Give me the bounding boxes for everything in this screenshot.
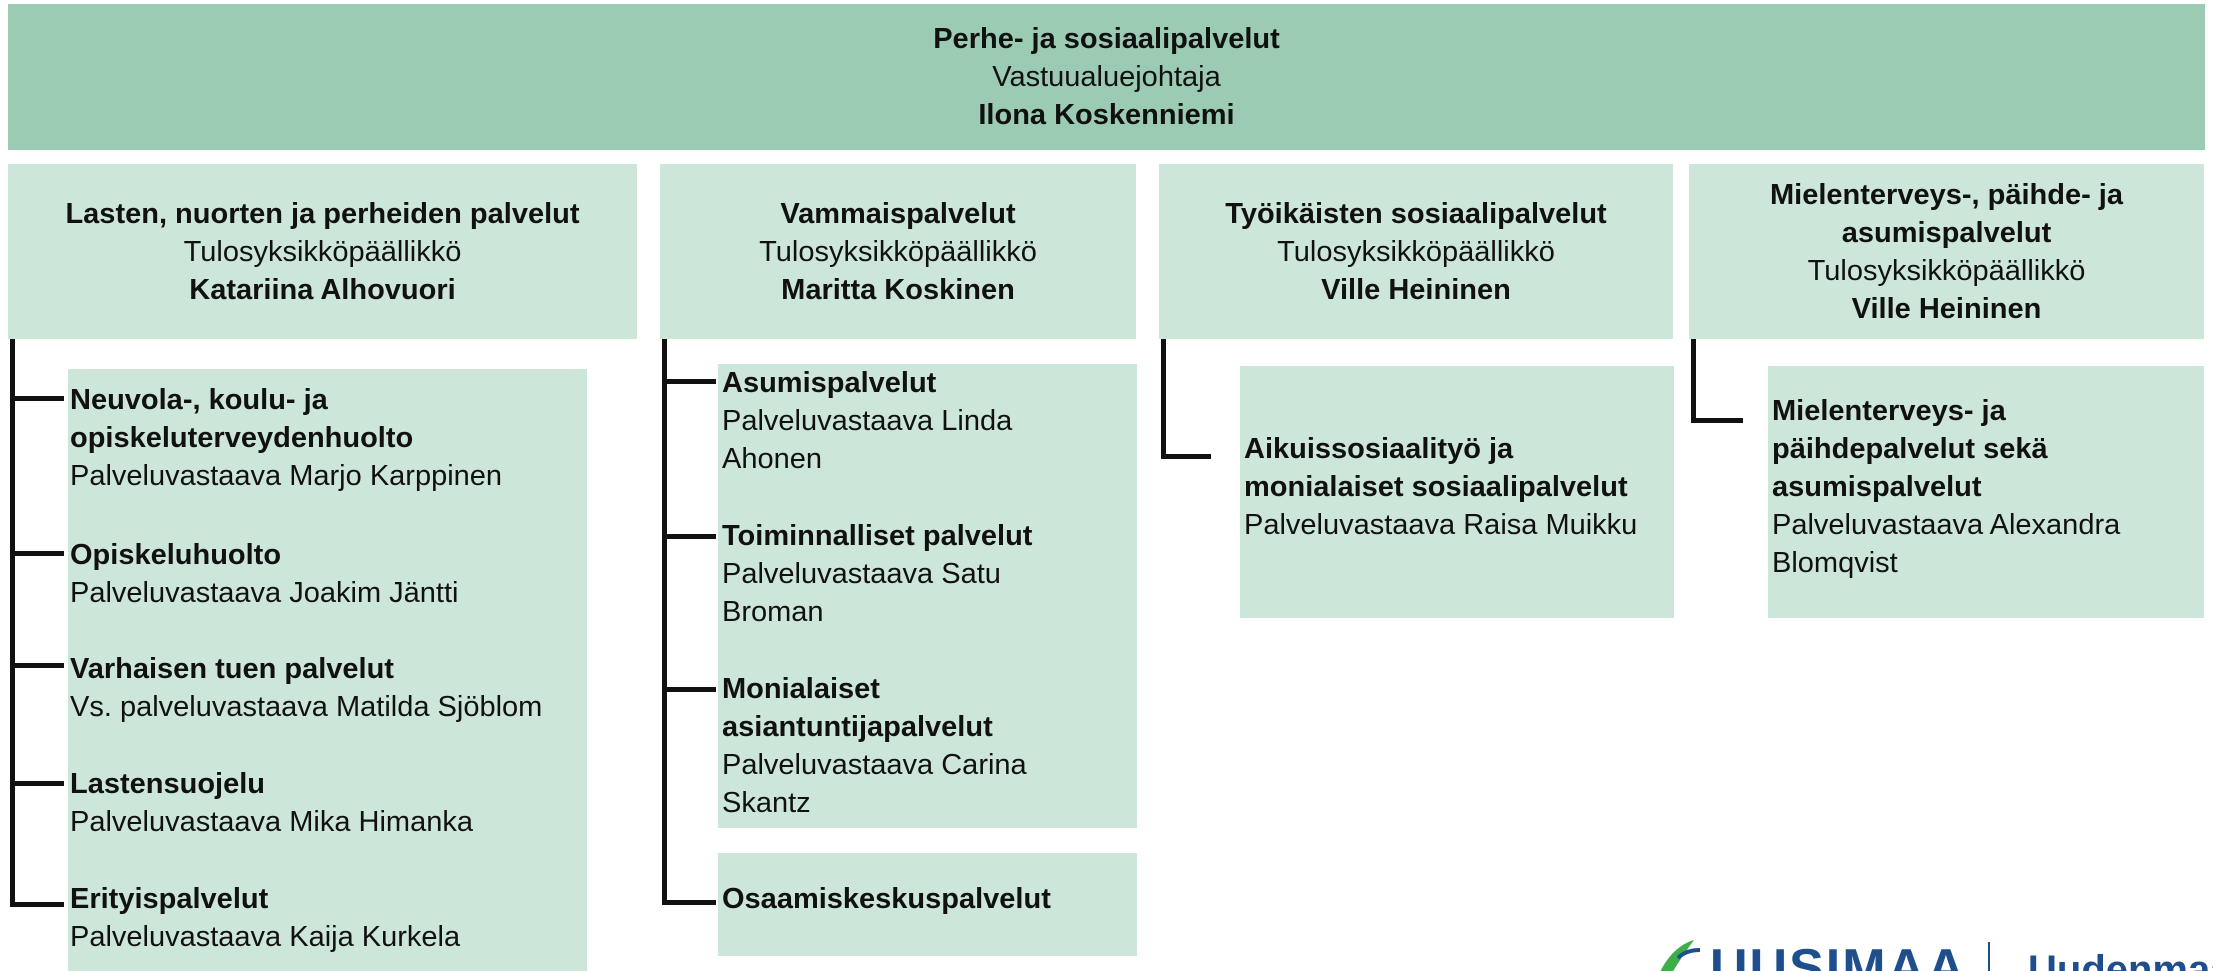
service-title: Asumispalvelut [722,367,937,399]
col1-connector-vertical [10,339,15,907]
col1-connector-branch [10,902,64,907]
service-title-line1: Aikuissosiaalityö ja [1244,433,1514,465]
service-title: Lastensuojelu [70,768,265,800]
unit-name: Ville Heininen [1851,292,2042,325]
unit-role: Tulosyksikköpäällikkö [1277,235,1555,268]
service-title-line2: asiantuntijapalvelut [722,711,993,743]
top-title: Perhe- ja sosiaalipalvelut [933,23,1280,55]
service-title: Toiminnalliset palvelut [722,520,1033,552]
service-box: Osaamiskeskuspalvelut [718,853,1137,956]
service-box: Toiminnalliset palvelut Palveluvastaava … [718,502,1137,647]
col2-connector-vertical [662,339,667,905]
service-person-line2: Blomqvist [1772,547,1898,579]
unit-name: Ville Heininen [1321,273,1511,306]
col1-connector-branch [10,551,64,556]
logo-brand-text: UUSIMAA [1710,939,1967,971]
service-title-line2: opiskeluterveydenhuolto [70,422,414,454]
col2-connector-branch [662,687,716,692]
col1-connector-branch [10,781,64,786]
unit-box-working-age: Työikäisten sosiaalipalvelut Tulosyksikk… [1159,164,1673,339]
service-box: Aikuissosiaalityö ja monialaiset sosiaal… [1240,366,1674,618]
service-person: Palveluvastaava Raisa Muikku [1244,509,1638,541]
unit-title-line1: Mielenterveys-, päihde- ja [1770,178,2123,211]
service-title-line2: päihdepalvelut sekä [1772,433,2048,465]
unit-title: Työikäisten sosiaalipalvelut [1225,197,1607,230]
service-item: Erityispalvelut Palveluvastaava Kaija Ku… [70,880,590,956]
service-title-line2: monialaiset sosiaalipalvelut [1244,471,1628,503]
service-item: Neuvola-, koulu- ja opiskeluterveydenhuo… [70,381,590,495]
service-box: Monialaiset asiantuntijapalvelut Palvelu… [718,647,1137,828]
col2-connector-branch [662,379,716,384]
service-person-line1: Palveluvastaava Satu [722,558,1001,590]
col4-connector-vertical [1691,339,1696,421]
service-title-line1: Neuvola-, koulu- ja [70,384,328,416]
top-role: Vastuualuejohtaja [992,61,1221,93]
service-item: Opiskeluhuolto Palveluvastaava Joakim Jä… [70,536,590,612]
service-box: Mielenterveys- ja päihdepalvelut sekä as… [1768,366,2204,618]
service-person-line2: Broman [722,596,824,628]
logo-leaf-icon [1660,940,1701,971]
top-name: Ilona Koskenniemi [978,99,1235,131]
unit-name: Maritta Koskinen [781,273,1015,306]
service-person-line1: Palveluvastaava Carina [722,749,1027,781]
service-person-line2: Ahonen [722,443,822,475]
unit-box-mental-health: Mielenterveys-, päihde- ja asumispalvelu… [1689,164,2204,339]
col1-panel [68,369,587,971]
service-person: Vs. palveluvastaava Matilda Sjöblom [70,691,543,723]
service-box: Asumispalvelut Palveluvastaava Linda Aho… [718,364,1137,502]
unit-role: Tulosyksikköpäällikkö [183,235,462,268]
service-person-line1: Palveluvastaava Alexandra [1772,509,2121,541]
col4-connector-branch [1691,418,1743,423]
service-item: Varhaisen tuen palvelut Vs. palveluvasta… [70,650,590,726]
col2-connector-branch [662,534,716,539]
unit-role: Tulosyksikköpäällikkö [759,235,1037,268]
uusimaa-logo: UUSIMAA Uudenmaan h [1648,938,2213,971]
unit-title-line2: asumispalvelut [1841,216,2052,249]
unit-title: Vammaispalvelut [780,197,1016,230]
logo-org-text: Uudenmaan h [2028,948,2213,971]
service-title-line3: asumispalvelut [1772,471,1982,503]
unit-title: Lasten, nuorten ja perheiden palvelut [65,197,580,230]
service-title: Varhaisen tuen palvelut [70,653,394,685]
service-person-line1: Palveluvastaava Linda [722,405,1013,437]
service-title: Erityispalvelut [70,883,269,915]
unit-name: Katariina Alhovuori [189,273,456,306]
service-person: Palveluvastaava Joakim Jäntti [70,577,459,609]
col1-connector-branch [10,663,64,668]
service-title: Osaamiskeskuspalvelut [722,883,1051,915]
logo-divider [1988,942,1990,971]
service-title-line1: Mielenterveys- ja [1772,395,2006,427]
service-person: Palveluvastaava Marjo Karppinen [70,460,503,492]
service-person: Palveluvastaava Kaija Kurkela [70,921,461,953]
top-box: Perhe- ja sosiaalipalvelut Vastuualuejoh… [8,4,2205,150]
service-title: Opiskeluhuolto [70,539,282,571]
col3-connector-branch [1161,454,1211,459]
unit-box-disability: Vammaispalvelut Tulosyksikköpäällikkö Ma… [660,164,1136,339]
service-item: Lastensuojelu Palveluvastaava Mika Himan… [70,765,590,841]
unit-box-children: Lasten, nuorten ja perheiden palvelut Tu… [8,164,637,339]
col1-connector-branch [10,396,64,401]
service-person-line2: Skantz [722,787,811,819]
col3-connector-vertical [1161,339,1166,459]
col2-connector-branch [662,900,716,905]
service-title-line1: Monialaiset [722,673,880,705]
unit-role: Tulosyksikköpäällikkö [1807,254,2086,287]
service-person: Palveluvastaava Mika Himanka [70,806,473,838]
